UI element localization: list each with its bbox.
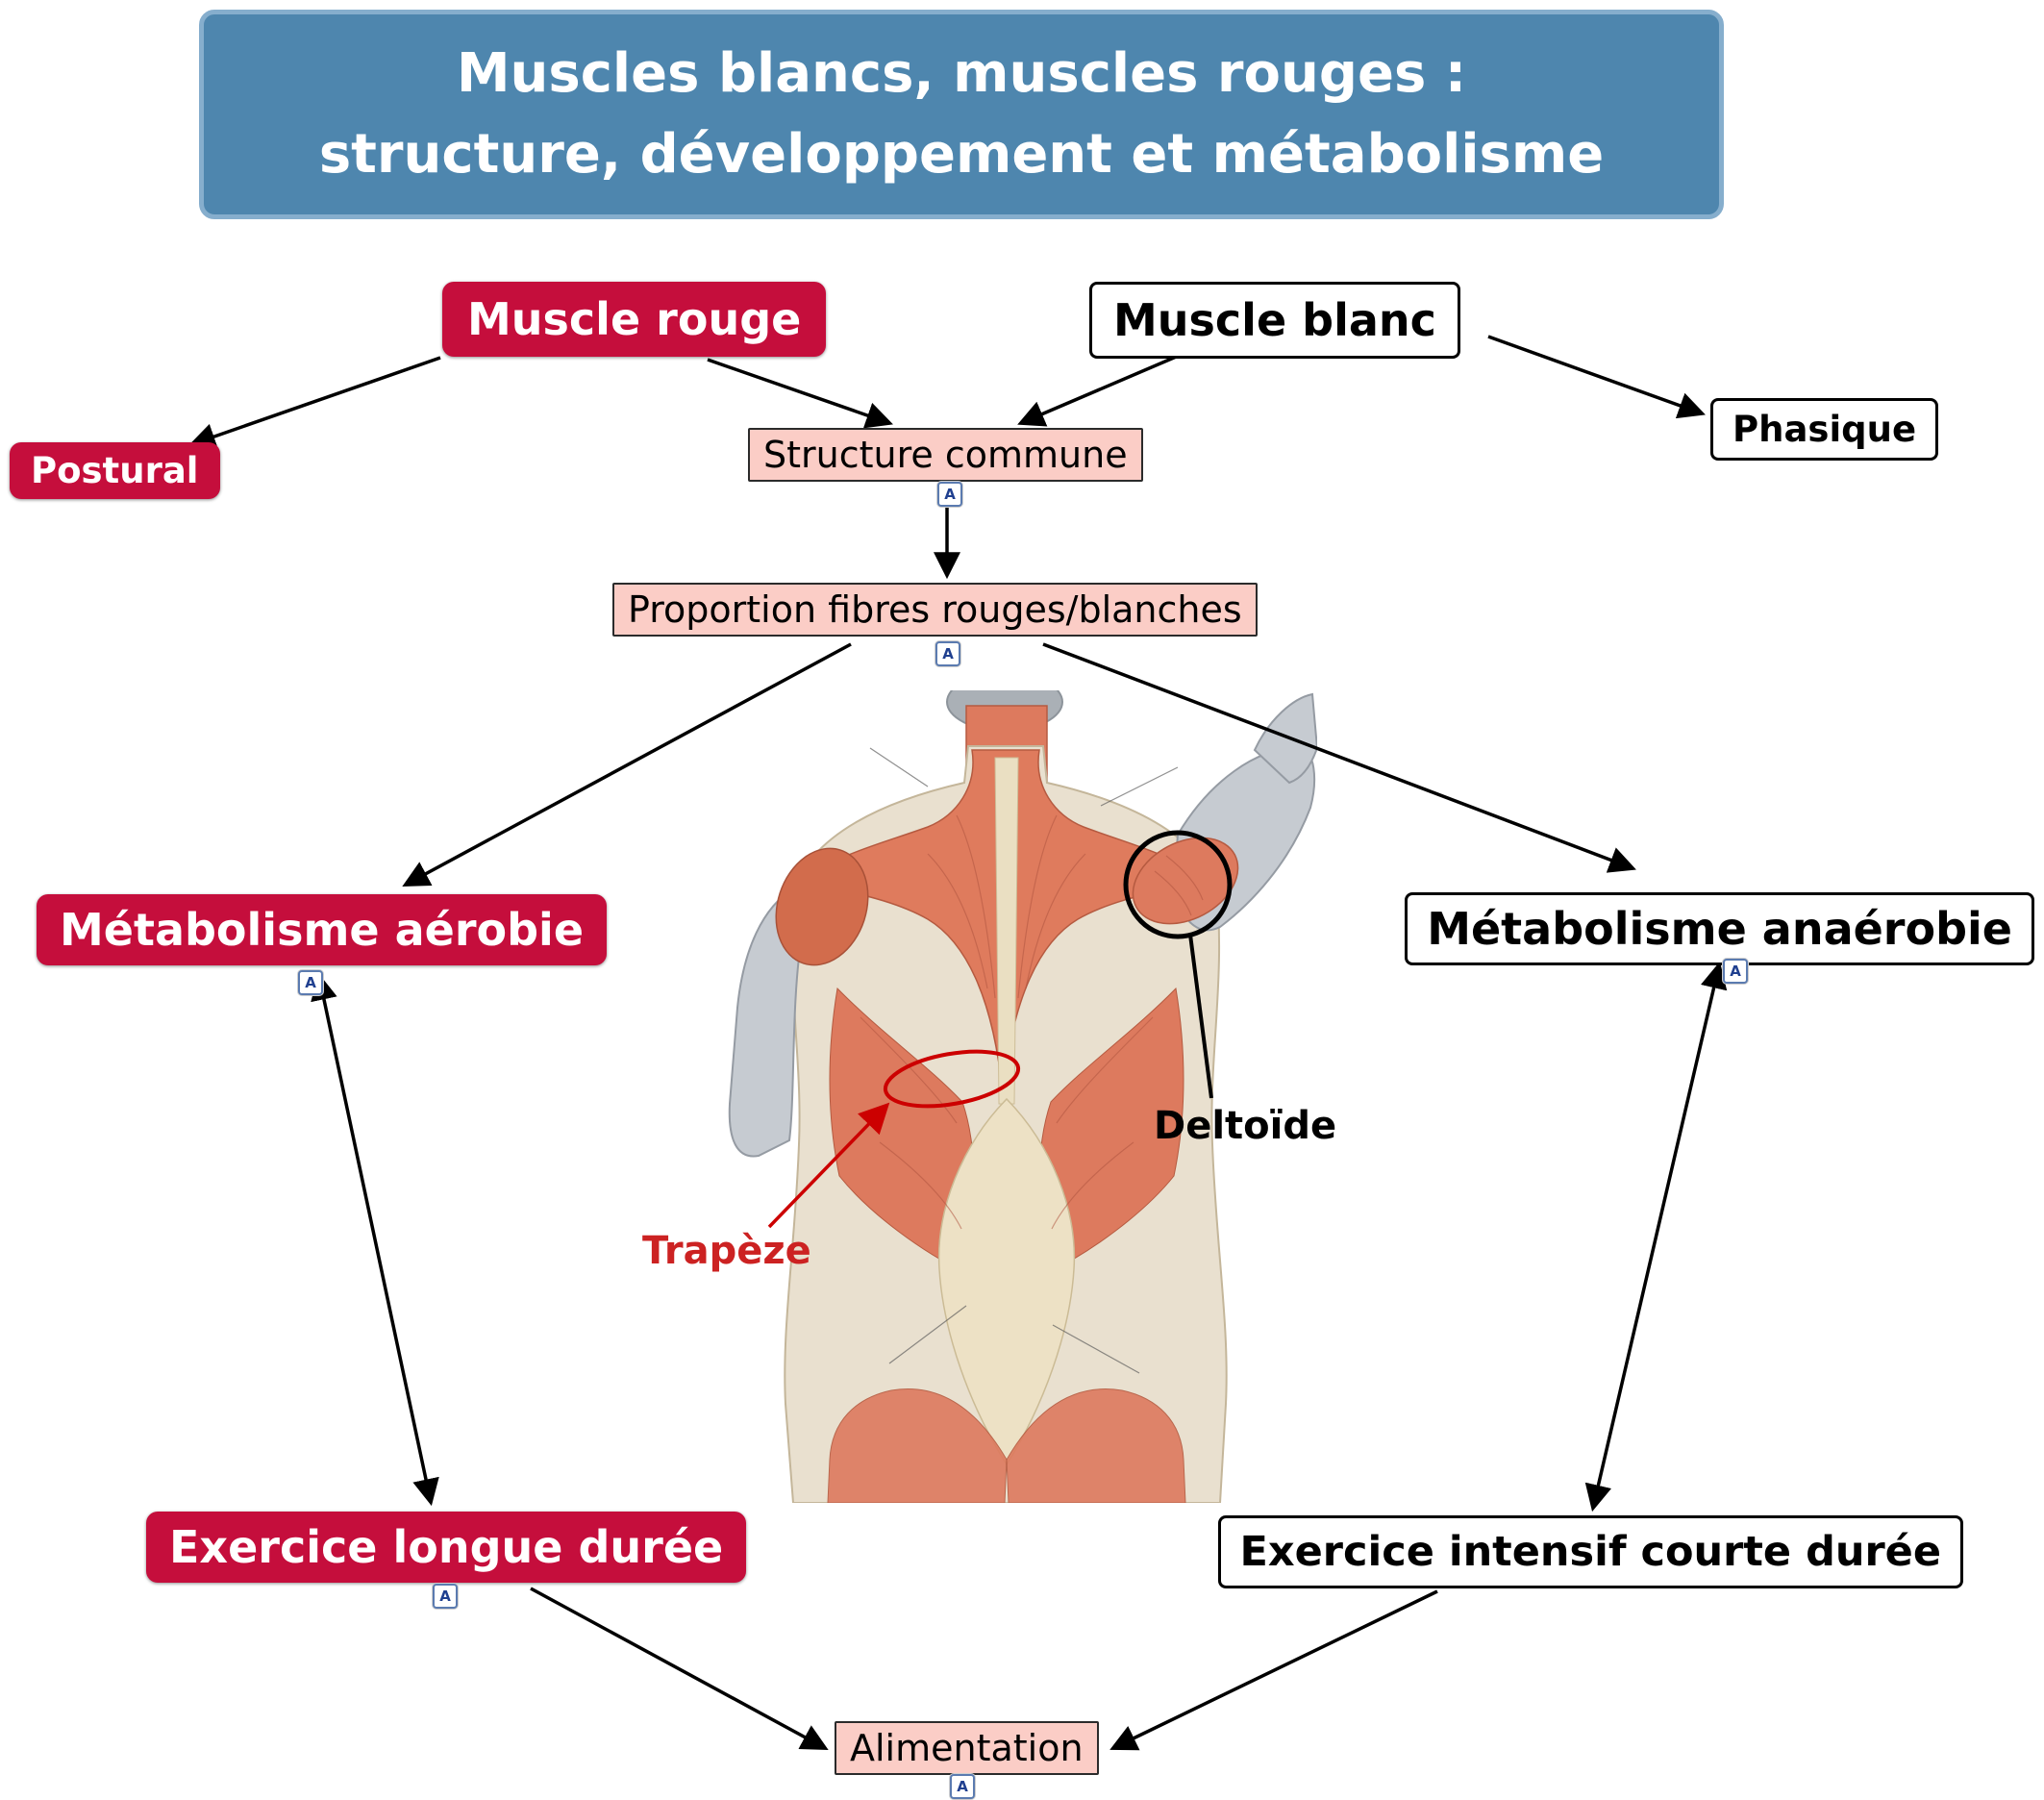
resource-icon[interactable]: A (937, 482, 962, 507)
resource-icon[interactable]: A (433, 1584, 458, 1609)
node-label: Exercice longue durée (169, 1521, 724, 1573)
arrow-exercice-longue-alimentation (530, 1587, 829, 1751)
node-muscle-rouge[interactable]: Muscle rouge (442, 282, 827, 357)
node-label: Exercice intensif courte durée (1239, 1528, 1942, 1576)
arrow-aerobie-exercice-longue (311, 972, 439, 1507)
arrow-muscle-blanc-phasique (1487, 335, 1706, 419)
resource-icon[interactable]: A (935, 641, 960, 666)
node-alimentation[interactable]: Alimentation (835, 1721, 1099, 1775)
node-label: Métabolisme aérobie (60, 904, 585, 956)
resource-icon-letter: A (944, 486, 956, 503)
trapeze-label: Trapèze (642, 1229, 811, 1273)
node-label: Postural (31, 450, 199, 491)
anatomy-illustration (639, 672, 1319, 1504)
title-banner: Muscles blancs, muscles rouges : structu… (199, 10, 1724, 219)
node-exercice-longue-duree[interactable]: Exercice longue durée (146, 1512, 747, 1583)
arrow-muscle-rouge-postural (188, 356, 441, 450)
resource-icon[interactable]: A (298, 970, 323, 995)
arrow-muscle-rouge-structure (707, 358, 893, 429)
resource-icon[interactable]: A (1723, 959, 1748, 984)
resource-icon-letter: A (1730, 962, 1741, 980)
title-line1: Muscles blancs, muscles rouges : (456, 42, 1467, 105)
node-label: Phasique (1732, 409, 1917, 450)
node-muscle-blanc[interactable]: Muscle blanc (1089, 282, 1460, 359)
node-label: Muscle rouge (467, 293, 802, 345)
resource-icon-letter: A (942, 645, 954, 662)
title-line2: structure, développement et métabolisme (318, 123, 1605, 186)
deltoide-label: Deltoïde (1154, 1104, 1337, 1148)
node-label: Métabolisme anaérobie (1427, 903, 2012, 955)
back-muscles-drawing (728, 672, 1319, 1504)
node-label: Structure commune (763, 434, 1128, 476)
left-arm (728, 886, 803, 1158)
node-label: Alimentation (850, 1727, 1084, 1769)
node-label: Muscle blanc (1113, 294, 1436, 346)
resource-icon-letter: A (305, 974, 316, 991)
node-structure-commune[interactable]: Structure commune (748, 428, 1143, 482)
glute-right (1006, 1388, 1186, 1504)
resource-icon[interactable]: A (950, 1774, 975, 1799)
node-metabolisme-aerobie[interactable]: Métabolisme aérobie (37, 894, 608, 965)
arrow-exercice-intensif-alimentation (1109, 1589, 1438, 1751)
node-metabolisme-anaerobie[interactable]: Métabolisme anaérobie (1405, 892, 2034, 965)
node-exercice-intensif-courte-duree[interactable]: Exercice intensif courte durée (1217, 1515, 1963, 1588)
node-proportion-fibres[interactable]: Proportion fibres rouges/blanches (612, 583, 1258, 637)
arrow-anaerobie-exercice-intensif (1584, 961, 1728, 1512)
resource-icon-letter: A (957, 1778, 968, 1795)
node-label: Proportion fibres rouges/blanches (628, 588, 1242, 631)
glute-left (827, 1388, 1008, 1504)
resource-icon-letter: A (439, 1588, 451, 1605)
node-postural[interactable]: Postural (10, 442, 220, 499)
arrow-muscle-blanc-structure (1017, 350, 1188, 427)
spine-strip (994, 757, 1019, 1105)
node-phasique[interactable]: Phasique (1710, 398, 1939, 461)
